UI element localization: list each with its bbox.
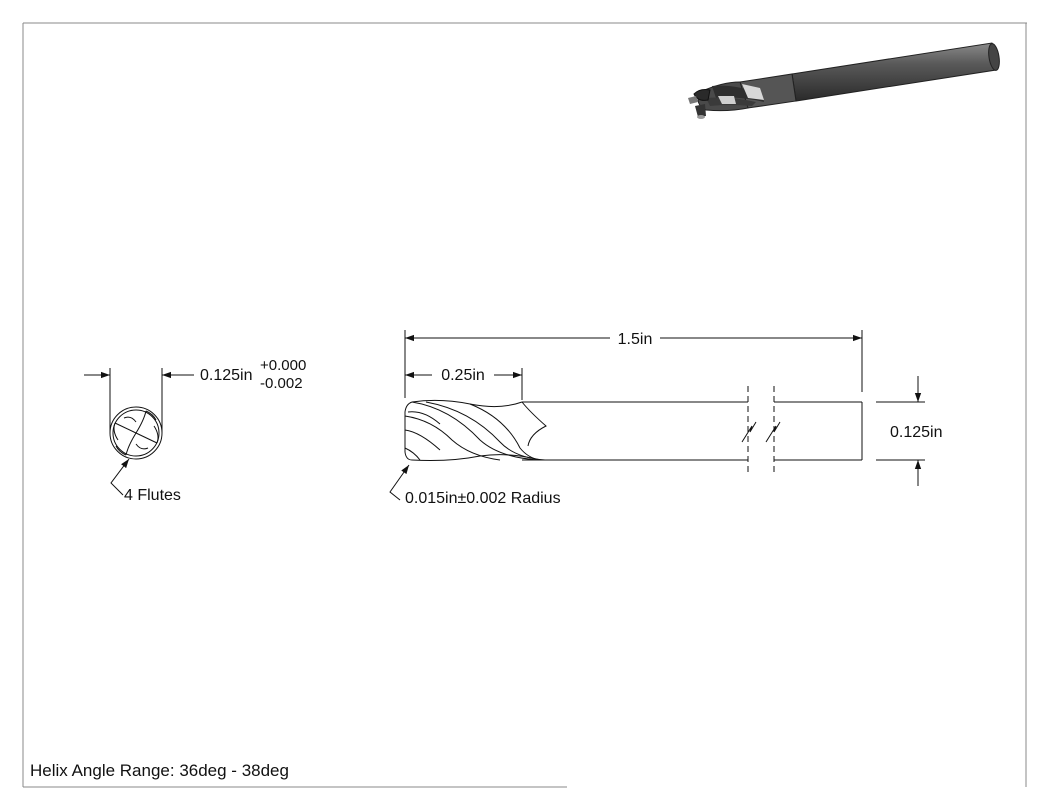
tolerance-minus-label: -0.002: [260, 375, 303, 392]
cutter-diameter-label: 0.125in: [200, 367, 253, 384]
flutes-note: 4 Flutes: [124, 487, 181, 504]
corner-radius-note: 0.015in±0.002 Radius: [405, 490, 561, 507]
side-view: [404, 386, 863, 472]
end-view: [84, 368, 194, 496]
helix-angle-note: Helix Angle Range: 36deg - 38deg: [30, 761, 289, 780]
drawing-frame: [22, 22, 1027, 788]
tolerance-plus-label: +0.000: [260, 357, 306, 374]
flute-length-label: 0.25in: [441, 367, 485, 384]
shank-diameter-label: 0.125in: [890, 424, 943, 441]
overall-length-label: 1.5in: [618, 331, 653, 348]
side-view-dimensions: [389, 330, 925, 501]
isometric-tool-view: [688, 42, 1000, 119]
